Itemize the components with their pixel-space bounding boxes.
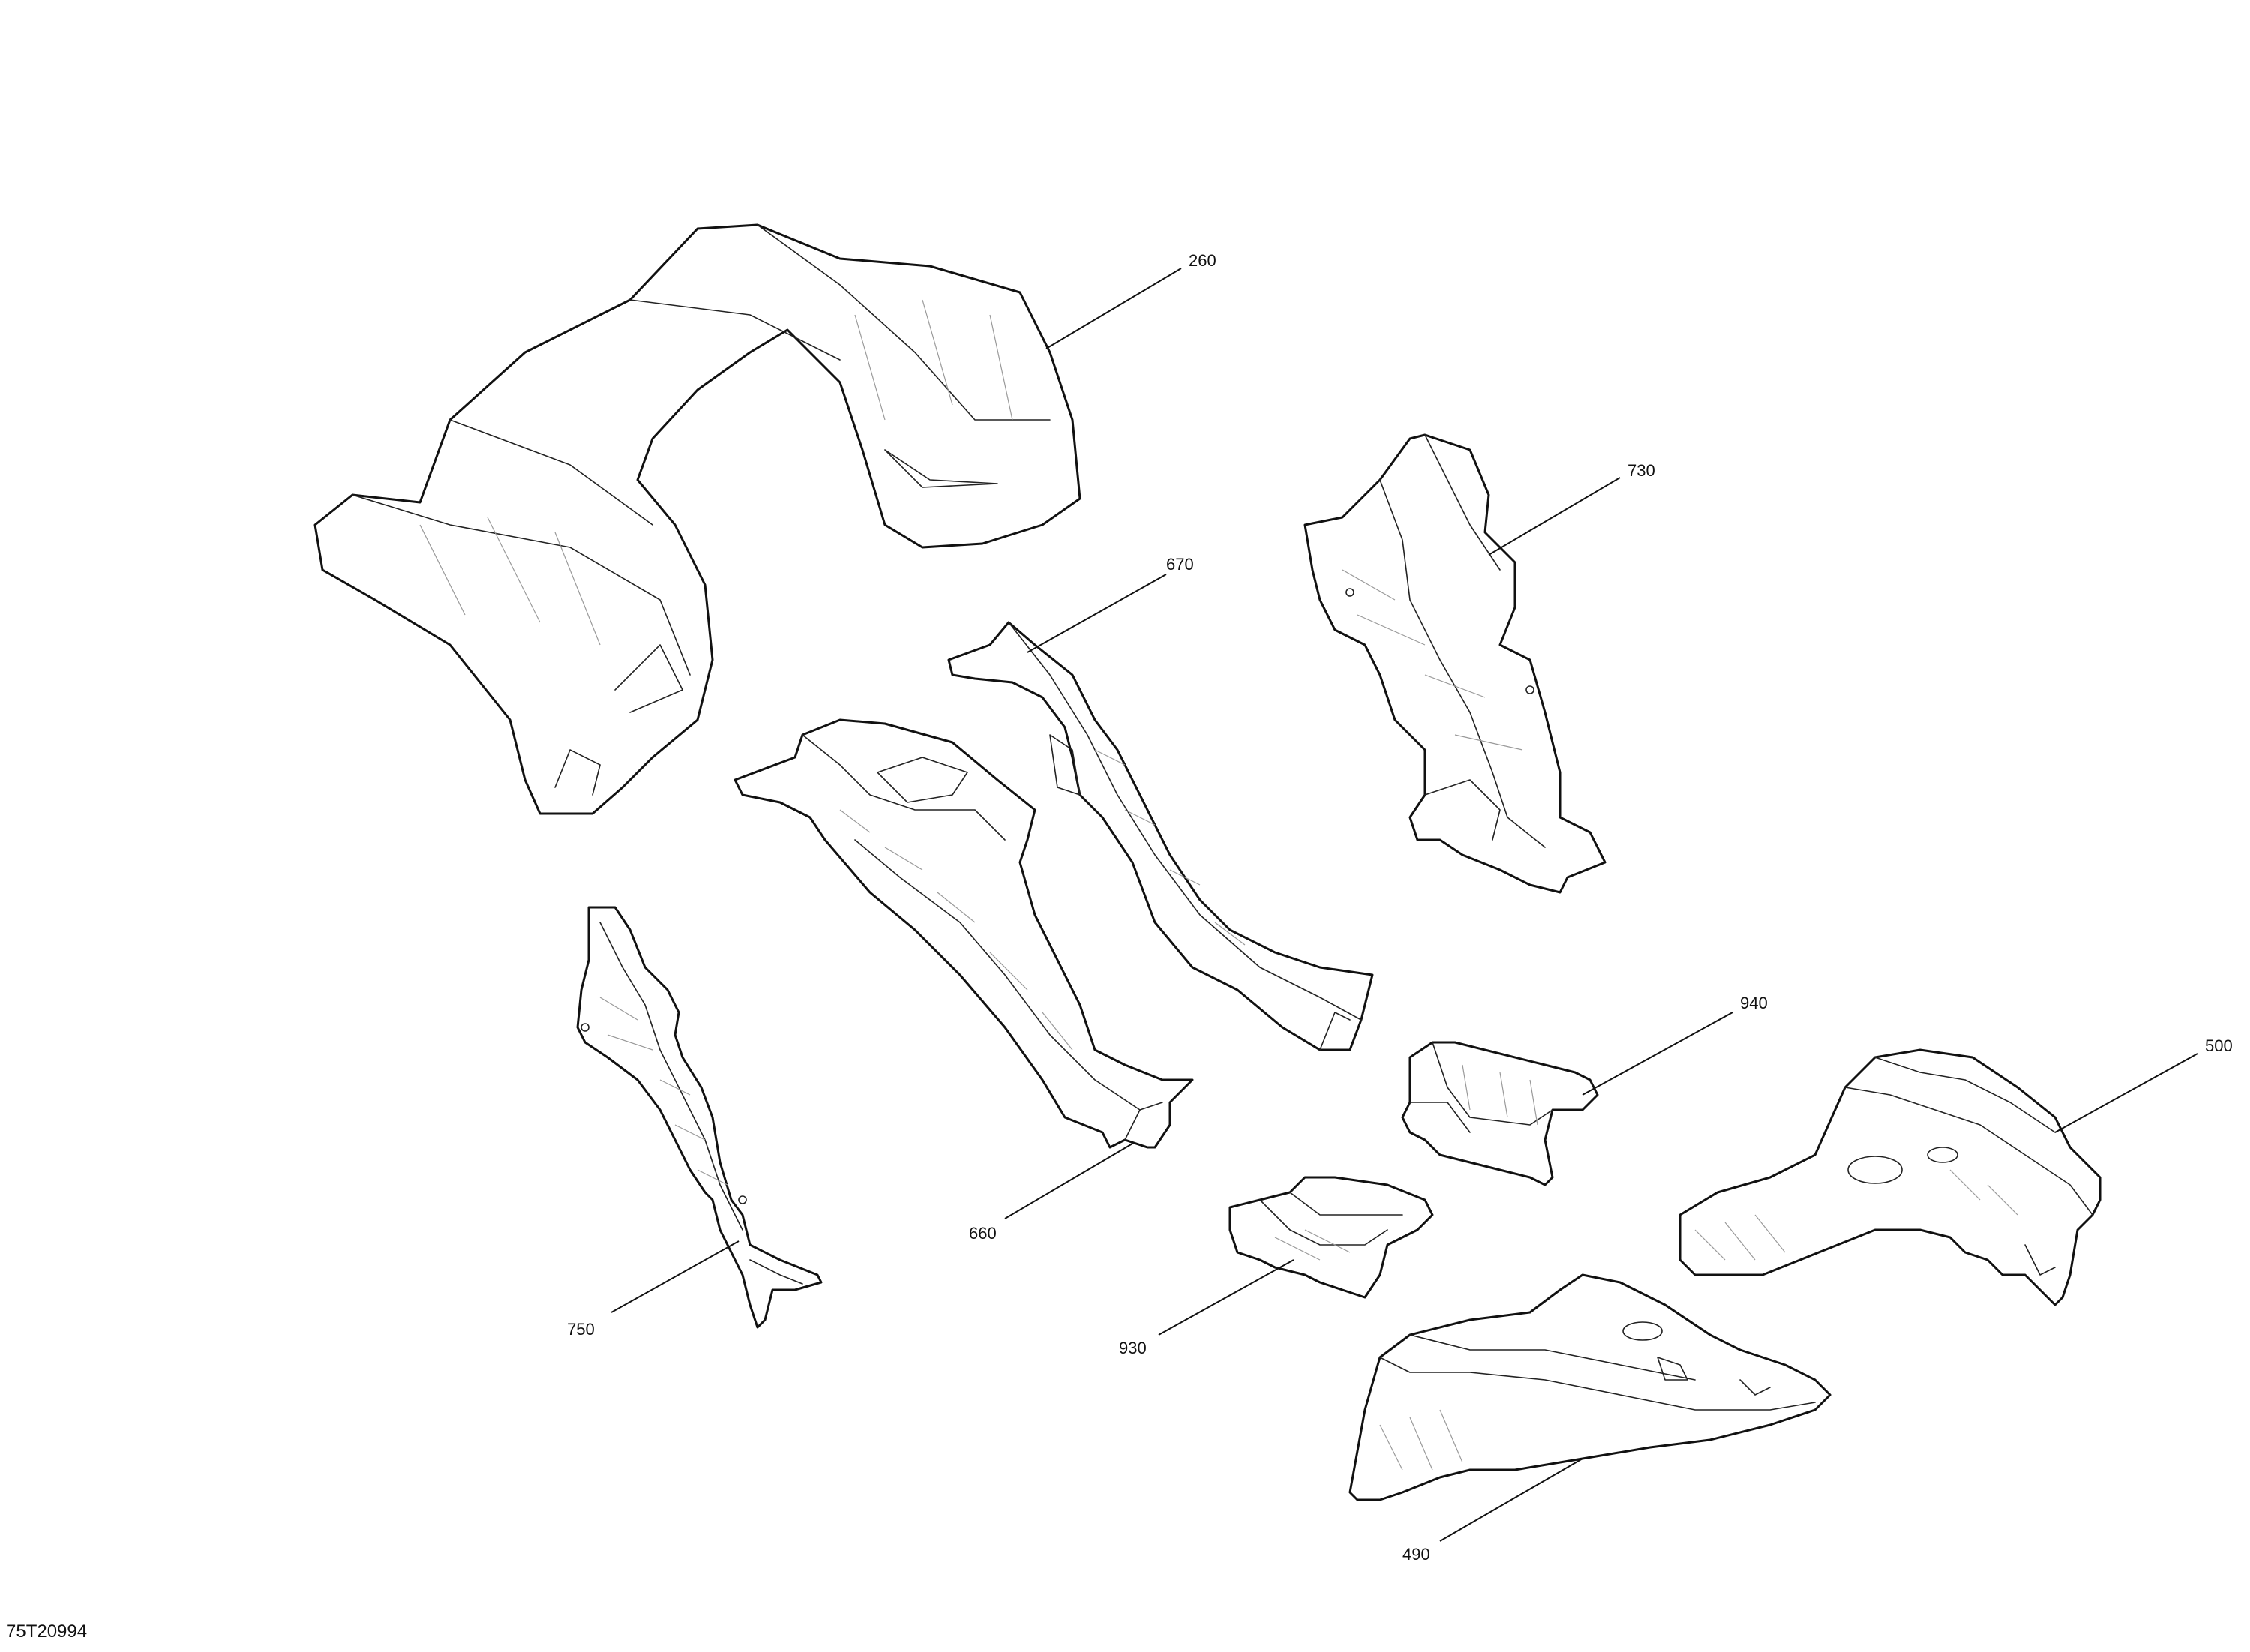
callout-750: 750 [567,1320,595,1339]
part-750-bracket [576,906,823,1329]
leader-930 [1158,1259,1294,1336]
leader-660 [1004,1143,1133,1219]
callout-500: 500 [2205,1036,2233,1055]
callout-730: 730 [1628,461,1655,480]
leader-940 [1582,1012,1733,1096]
part-500-front-fender [1678,1048,2102,1306]
part-930-duct [1228,1176,1434,1299]
part-490-front-fender [1348,1273,1832,1501]
part-660-inner-panel [734,718,1194,1149]
callout-660: 660 [969,1224,997,1243]
callout-670: 670 [1166,555,1194,574]
callout-260: 260 [1189,251,1216,270]
leader-750 [610,1240,740,1313]
leader-670 [1027,574,1167,653]
leader-260 [1046,268,1182,349]
leader-730 [1488,477,1621,556]
part-730-side-panel [1304,433,1606,894]
leader-lines [610,268,2198,1542]
callout-labels: 260 730 670 660 750 940 500 930 490 [567,251,2233,1564]
part-670-center-strut [947,621,1374,1051]
diagram-reference-code: 75T20994 [6,1621,87,1642]
part-260-rear-fender [314,223,1082,815]
part-940-duct [1401,1041,1599,1186]
callout-940: 940 [1740,994,1768,1012]
callout-490: 490 [1402,1545,1430,1564]
callout-930: 930 [1119,1339,1147,1357]
leader-500 [2054,1053,2198,1133]
leader-490 [1439,1458,1583,1542]
